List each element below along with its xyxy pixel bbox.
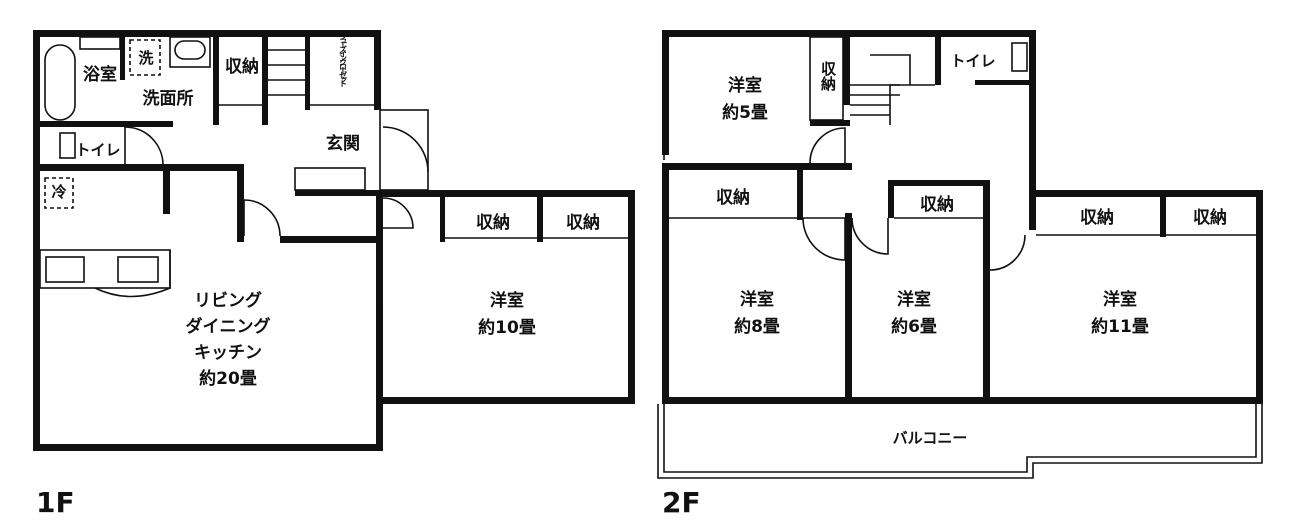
floor-2-plan [657, 30, 1263, 479]
western-room-size: 約10畳 [478, 317, 536, 338]
toilet-2f-label: トイレ [950, 52, 995, 70]
storage-3-label: 収納 [1080, 207, 1114, 228]
storage-a-label: 収納 [476, 212, 510, 233]
floor-2-label: 2F [662, 486, 701, 519]
fridge-label: 冷 [51, 183, 66, 201]
storage-1-label: 収納 [716, 187, 750, 208]
room6-label: 洋室 [897, 289, 931, 310]
shoe-closet-label: シューズインクローゼット [339, 33, 348, 88]
room11-label: 洋室 [1103, 289, 1137, 310]
ldk-line3: キッチン [194, 343, 262, 363]
floor-1-label: 1F [36, 486, 75, 519]
room11-size: 約11畳 [1091, 316, 1149, 337]
room6-size: 約6畳 [891, 316, 937, 337]
balcony-label: バルコニー [893, 429, 968, 447]
bath-label: 浴室 [83, 64, 117, 85]
washroom-label: 洗面所 [143, 88, 194, 109]
toilet-label: トイレ [75, 141, 120, 159]
storage-v-label: 収納 [819, 60, 837, 92]
room8-size: 約8畳 [734, 316, 780, 337]
storage-4-label: 収納 [1193, 207, 1227, 228]
washer-label: 洗 [138, 49, 153, 67]
ldk-size: 約20畳 [199, 368, 257, 389]
floor-1-plan [33, 30, 635, 451]
entrance-label: 玄関 [326, 133, 360, 154]
storage-b-label: 収納 [566, 212, 600, 233]
storage-2-label: 収納 [920, 194, 954, 215]
storage-top-label: 収納 [225, 56, 259, 77]
western-room-label: 洋室 [490, 290, 524, 311]
room8-label: 洋室 [740, 289, 774, 310]
ldk-line1: リビング [194, 290, 262, 311]
ldk-line2: ダイニング [186, 316, 271, 337]
room5-size: 約5畳 [722, 102, 768, 123]
room5-label: 洋室 [728, 75, 762, 96]
